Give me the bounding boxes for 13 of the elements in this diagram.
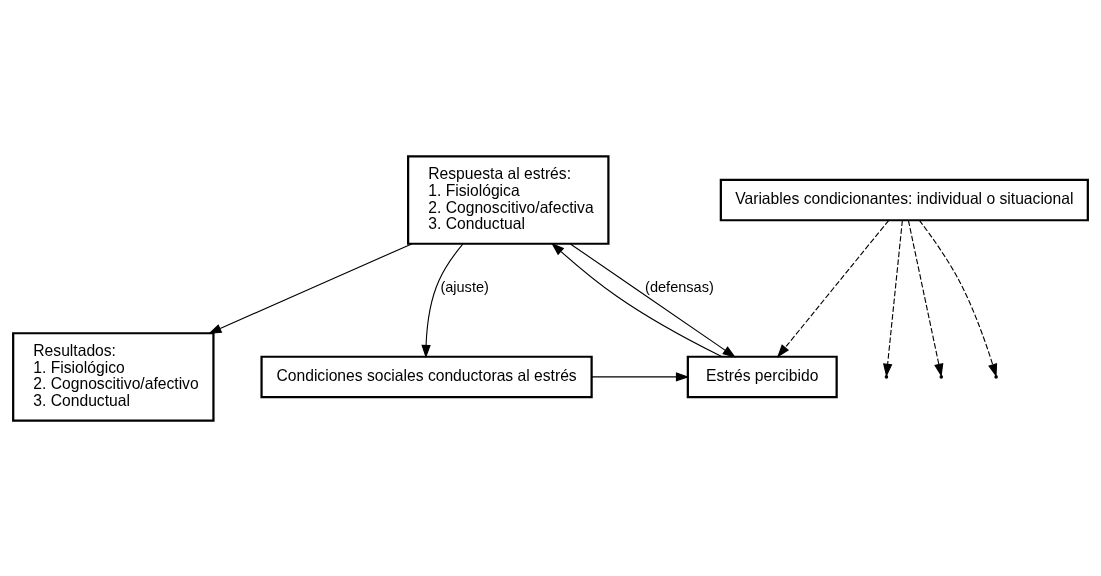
node-box: Variables condicionantes: individual o situacional: [719, 178, 1089, 221]
edge-label: (defensas): [645, 278, 714, 295]
arrow: [591, 371, 690, 382]
edge-label: (ajuste): [440, 278, 489, 295]
arrow: [777, 219, 890, 358]
arrow: [208, 242, 413, 334]
node-box: Resultados: 1. Fisiológico 2. Cognoscitivo/afectivo 3. Conductual: [12, 331, 215, 422]
arrow: [421, 243, 464, 358]
node-box: Estrés percibido: [686, 355, 838, 398]
node-box: Respuesta al estrés: 1. Fisiológica 2. Cognoscitivo/afectiva 3. Conductual: [407, 154, 610, 245]
arrow: [569, 242, 736, 358]
arrow: [551, 242, 723, 357]
node-box: Condiciones sociales conductoras al estrés: [260, 355, 593, 398]
